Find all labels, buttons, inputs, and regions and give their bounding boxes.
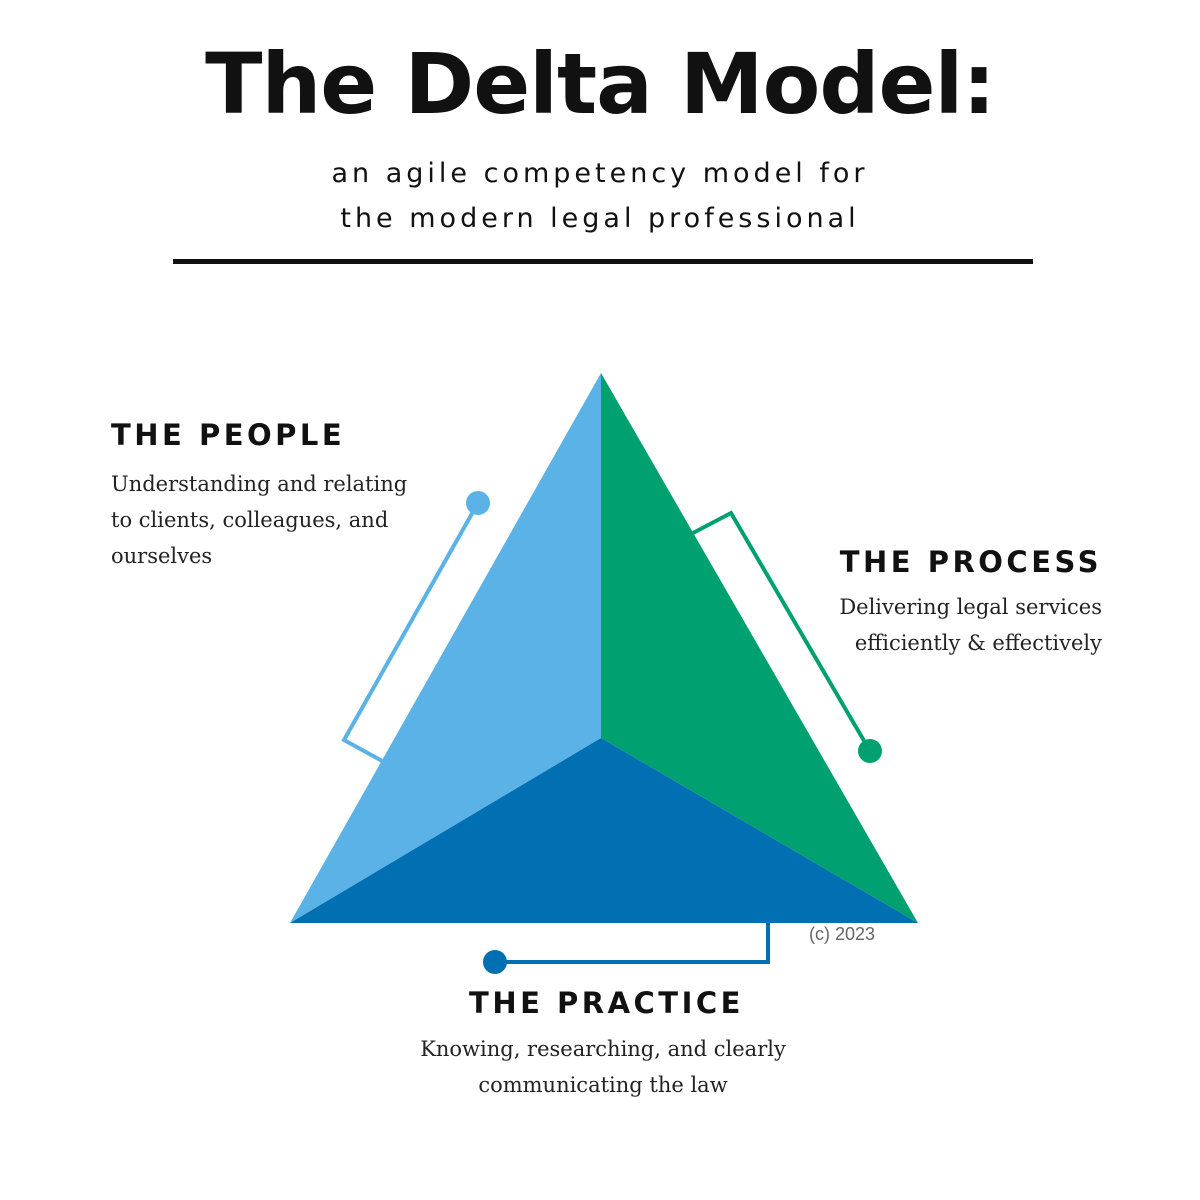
people-connector-dot (466, 491, 490, 515)
people-description-line: to clients, colleagues, and (111, 508, 389, 532)
people-face (290, 373, 601, 923)
practice-description-line: Knowing, researching, and clearly (420, 1037, 786, 1061)
practice-description: Knowing, researching, and clearly commun… (0, 1031, 1200, 1103)
process-connector-line (692, 510, 872, 753)
subtitle-line-1: an agile competency model for (331, 158, 869, 189)
people-description-line: ourselves (111, 544, 213, 568)
process-face (601, 373, 918, 923)
process-heading: THE PROCESS (839, 545, 1102, 579)
process-connector-dot (858, 739, 882, 763)
practice-face (290, 738, 918, 923)
people-heading: THE PEOPLE (111, 418, 346, 452)
practice-heading: THE PRACTICE (469, 986, 744, 1020)
people-description-line: Understanding and relating (111, 472, 408, 496)
subtitle-line-2: the modern legal professional (340, 203, 860, 234)
process-description-line: efficiently & effectively (854, 631, 1102, 655)
practice-connector-dot (483, 950, 507, 974)
process-description: Delivering legal services efficiently & … (839, 589, 1102, 661)
practice-description-line: communicating the law (478, 1073, 728, 1097)
title-divider (173, 259, 1033, 264)
page-title: The Delta Model: (205, 35, 996, 133)
people-connector-line (341, 502, 480, 764)
people-description: Understanding and relating to clients, c… (111, 466, 407, 574)
copyright-notice: (c) 2023 (809, 924, 876, 944)
process-description-line: Delivering legal services (839, 595, 1102, 619)
practice-connector-line (496, 922, 770, 964)
